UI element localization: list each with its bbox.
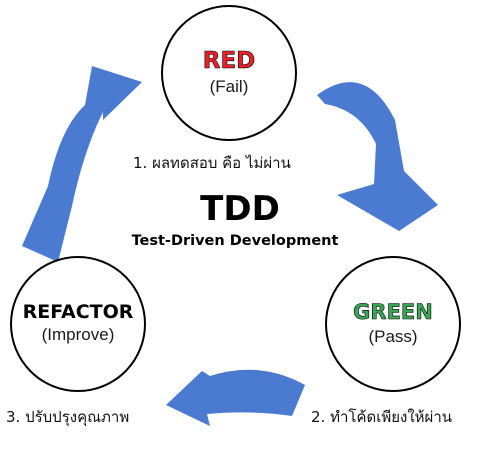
stage-green-name: GREEN xyxy=(353,300,433,325)
stage-red-sub: (Fail) xyxy=(209,76,249,96)
stage-green-circle: GREEN (Pass) xyxy=(325,256,461,392)
diagram-title: TDD xyxy=(200,189,280,229)
step-2-label: 2. ทำโค้ดเพียงให้ผ่าน xyxy=(311,408,453,426)
arrow-refactor-to-red-icon xyxy=(22,66,142,262)
step-1-label: 1. ผลทดสอบ คือ ไม่ผ่าน xyxy=(133,154,291,172)
stage-refactor-name: REFACTOR xyxy=(22,300,134,323)
stage-red-circle: RED (Fail) xyxy=(161,5,297,141)
arrow-green-to-refactor-icon xyxy=(166,369,305,426)
arrow-red-to-green-icon xyxy=(317,82,438,232)
diagram-subtitle: Test-Driven Development xyxy=(131,233,339,249)
step-3-label: 3. ปรับปรุงคุณภาพ xyxy=(6,408,130,426)
stage-refactor-circle: REFACTOR (Improve) xyxy=(10,256,146,392)
stage-green-sub: (Pass) xyxy=(368,326,418,346)
stage-refactor-sub: (Improve) xyxy=(41,325,115,345)
stage-red-name: RED xyxy=(202,48,256,75)
